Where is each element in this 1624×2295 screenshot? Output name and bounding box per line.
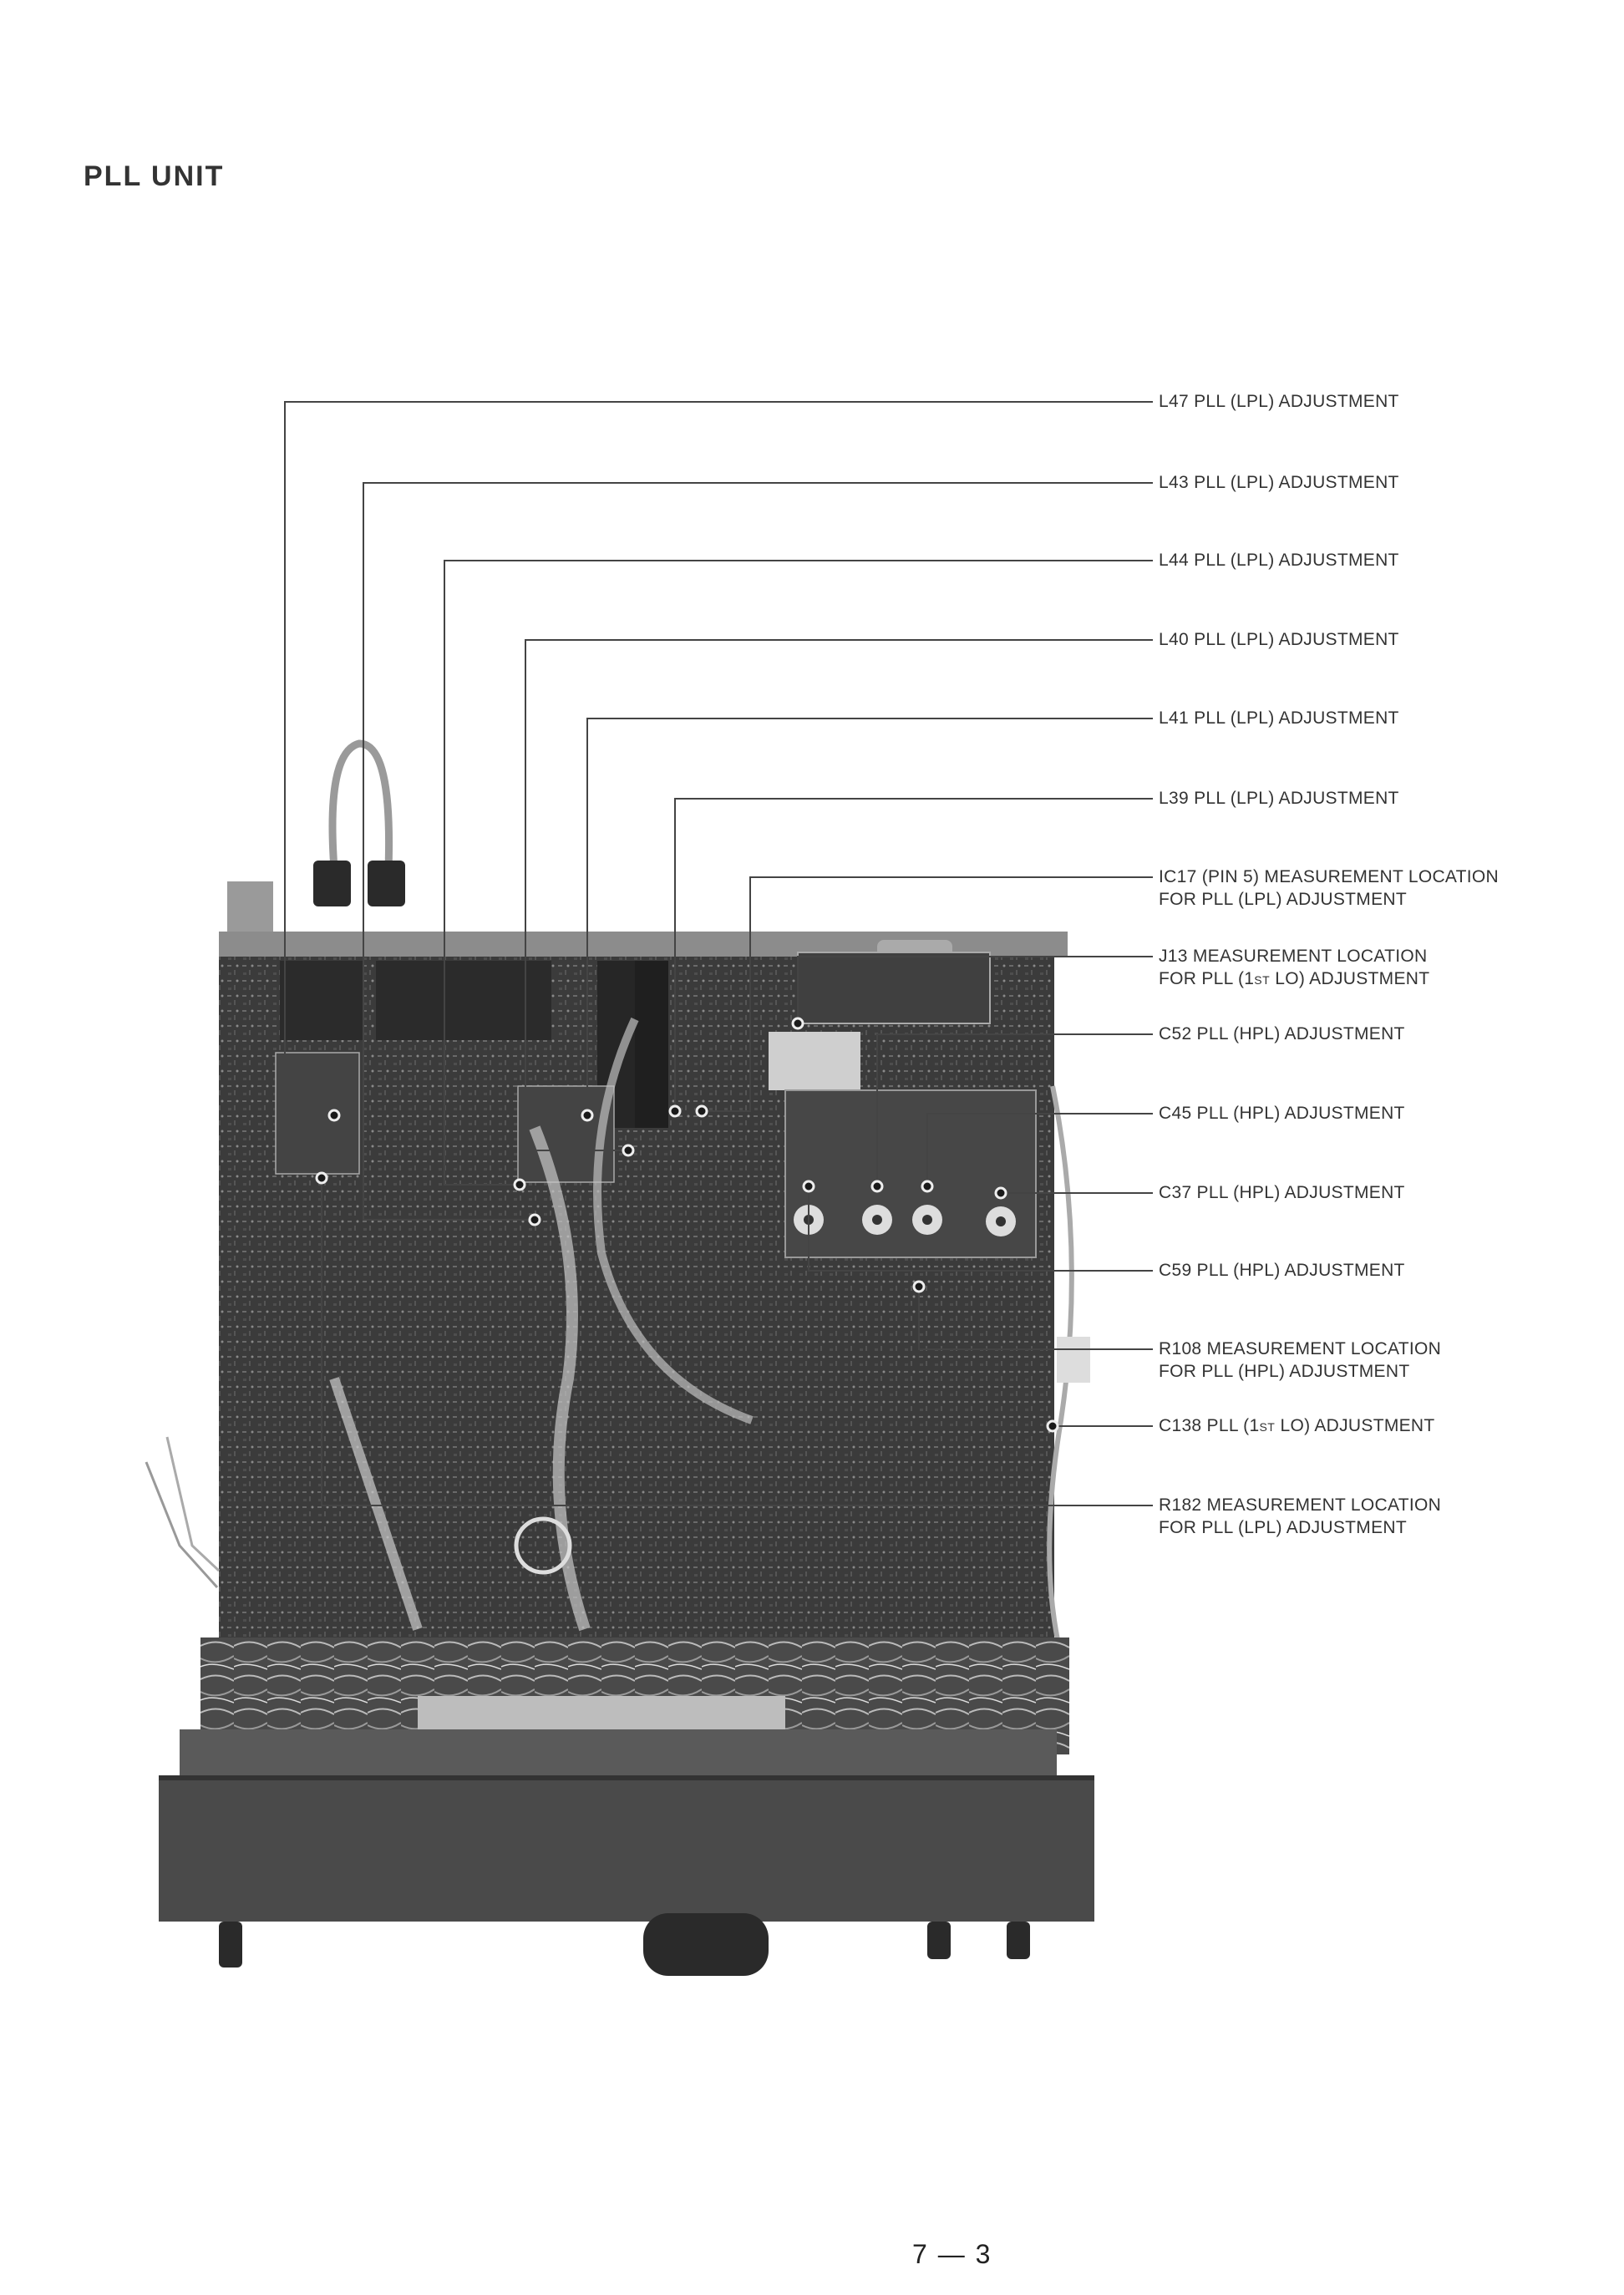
main-dial bbox=[643, 1913, 769, 1976]
callout-l39: L39 PLL (LPL) ADJUSTMENT bbox=[1159, 789, 1399, 808]
callout-l47: L47 PLL (LPL) ADJUSTMENT bbox=[1159, 392, 1399, 411]
backup-battery bbox=[514, 1516, 572, 1575]
callout-l41: L41 PLL (LPL) ADJUSTMENT bbox=[1159, 708, 1399, 728]
callout-r108: R108 MEASUREMENT LOCATION FOR PLL (HPL) … bbox=[1159, 1339, 1442, 1381]
knob-left bbox=[219, 1922, 242, 1968]
callout-j13: J13 MEASUREMENT LOCATION FOR PLL (1ST LO… bbox=[1159, 947, 1430, 988]
callout-c37: C37 PLL (HPL) ADJUSTMENT bbox=[1159, 1183, 1405, 1202]
callout-l44: L44 PLL (LPL) ADJUSTMENT bbox=[1159, 551, 1399, 570]
page-number: 7 — 3 bbox=[912, 2239, 992, 2269]
callout-c52: C52 PLL (HPL) ADJUSTMENT bbox=[1159, 1024, 1405, 1043]
callout-r182: R182 MEASUREMENT LOCATION FOR PLL (LPL) … bbox=[1159, 1495, 1442, 1537]
rear-connector-left bbox=[227, 881, 273, 932]
coax-loop bbox=[328, 739, 393, 870]
callout-ic17: IC17 (PIN 5) MEASUREMENT LOCATION FOR PL… bbox=[1159, 867, 1500, 909]
callout-l43: L43 PLL (LPL) ADJUSTMENT bbox=[1159, 473, 1399, 492]
front-panel bbox=[159, 1775, 1094, 1922]
callout-l40: L40 PLL (LPL) ADJUSTMENT bbox=[1159, 630, 1399, 649]
module-1st-lo bbox=[797, 952, 991, 1024]
callout-c138: C138 PLL (1ST LO) ADJUSTMENT bbox=[1159, 1416, 1435, 1435]
callout-c59: C59 PLL (HPL) ADJUSTMENT bbox=[1159, 1261, 1405, 1280]
callout-c45: C45 PLL (HPL) ADJUSTMENT bbox=[1159, 1104, 1405, 1123]
page-title: PLL UNIT bbox=[84, 160, 225, 192]
